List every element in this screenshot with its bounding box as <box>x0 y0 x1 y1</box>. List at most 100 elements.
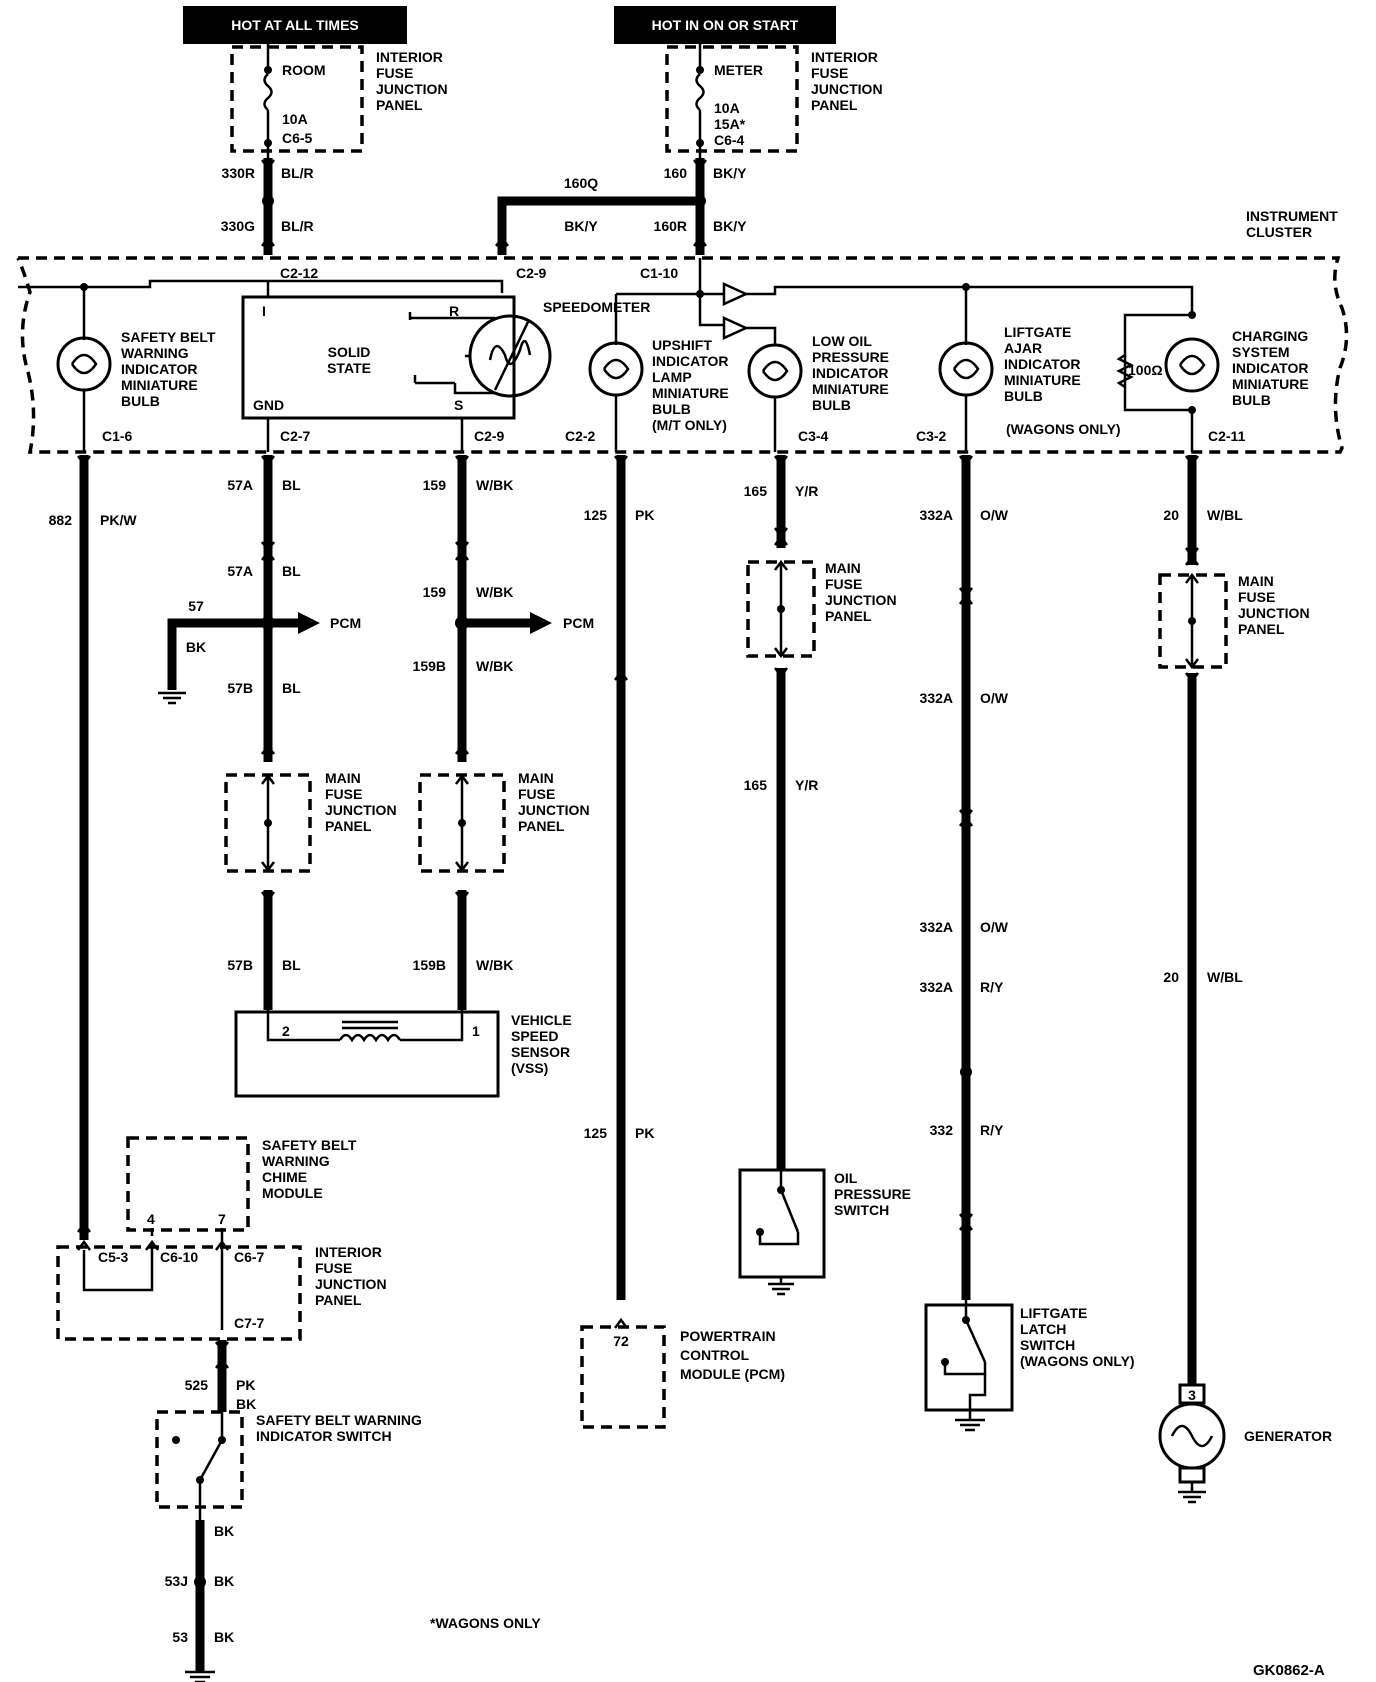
diagram-label: 159 <box>423 477 447 493</box>
diagram-label: JUNCTION <box>1238 605 1310 621</box>
diagram-label: CLUSTER <box>1246 224 1312 240</box>
diagram-label: SAFETY BELT WARNING <box>256 1412 422 1428</box>
footnote: *WAGONS ONLY <box>430 1615 541 1631</box>
diagram-label: (M/T ONLY) <box>652 417 727 433</box>
diagram-label: BL <box>282 680 301 696</box>
diagram-label: O/W <box>980 507 1009 523</box>
circuit-165 <box>774 455 788 1170</box>
diagram-label: SWITCH <box>1020 1337 1075 1353</box>
diagram-label: MAIN <box>1238 573 1274 589</box>
circuit-20 <box>1185 455 1199 1385</box>
diagram-label: MODULE (PCM) <box>680 1366 785 1382</box>
diagram-label: PRESSURE <box>812 349 889 365</box>
diagram-label: O/W <box>980 919 1009 935</box>
diagram-label: SAFETY BELT <box>121 329 216 345</box>
meter-fuse-name: METER <box>714 62 763 78</box>
diagram-label: BK/Y <box>564 218 598 234</box>
diagram-label: 160Q <box>564 175 598 191</box>
safety-belt-chime-module: SAFETY BELT WARNING CHIME MODULE 4 7 <box>126 1136 357 1232</box>
diagram-label: 125 <box>584 1125 608 1141</box>
diagram-label: C2-11 <box>1208 428 1246 444</box>
diagram-label: PRESSURE <box>834 1186 911 1202</box>
diagram-label: C6-7 <box>234 1249 265 1265</box>
diagram-label: BULB <box>812 397 851 413</box>
diagram-label: W/BK <box>476 584 513 600</box>
diagram-label: R <box>449 303 459 319</box>
diagram-label: LOW OIL <box>812 333 872 349</box>
diagram-label: 159 <box>423 584 447 600</box>
diagram-label: BK <box>214 1629 234 1645</box>
liftgate-latch-switch: LIFTGATE LATCH SWITCH (WAGONS ONLY) <box>924 1300 1135 1432</box>
diagram-label: 57A <box>227 563 253 579</box>
diagram-label: PK <box>236 1377 255 1393</box>
diagram-label: LIFTGATE <box>1004 324 1071 340</box>
diagram-label: W/BK <box>476 957 513 973</box>
diagram-label: MAIN <box>325 770 361 786</box>
diagram-label: BK <box>214 1573 234 1589</box>
diagram-label: INTERIOR <box>376 49 443 65</box>
diagram-label: INDICATOR SWITCH <box>256 1428 392 1444</box>
diagram-label: 165 <box>744 777 768 793</box>
diagram-label: BULB <box>1232 392 1271 408</box>
diagram-label: HOT AT ALL TIMES <box>231 17 359 33</box>
meter-fuse-rating-alt: 15A* <box>714 116 746 132</box>
diagram-label: INDICATOR <box>1004 356 1080 372</box>
meter-fuse-rating: 10A <box>714 100 740 116</box>
diagram-label: C2-7 <box>280 428 311 444</box>
circuit-57 <box>158 455 320 1010</box>
diagram-label: FUSE <box>825 576 862 592</box>
diagram-label: UPSHIFT <box>652 337 712 353</box>
diagram-label: FUSE <box>811 65 848 81</box>
vehicle-speed-sensor: 2 1 VEHICLE SPEED SENSOR (VSS) <box>234 1010 572 1098</box>
diagram-label: CHIME <box>262 1169 307 1185</box>
top-wires <box>261 158 707 255</box>
diagram-label: AJAR <box>1004 340 1042 356</box>
diagram-label: HOT IN ON OR START <box>652 17 799 33</box>
charging-system-bulb: CHARGING SYSTEM INDICATOR MINIATURE BULB <box>1164 328 1309 452</box>
diagram-label: INTERIOR <box>315 1244 382 1260</box>
diagram-label: JUNCTION <box>315 1276 387 1292</box>
diagram-label: MINIATURE <box>812 381 889 397</box>
diagram-label: PCM <box>563 615 594 631</box>
figure-id: GK0862-A <box>1253 1662 1325 1679</box>
diagram-label: BULB <box>652 401 691 417</box>
diagram-label: 20 <box>1163 969 1179 985</box>
diagram-label: C2-2 <box>565 428 596 444</box>
diagram-label: 20 <box>1163 507 1179 523</box>
room-fuse-rating: 10A <box>282 111 308 127</box>
diagram-label: FUSE <box>376 65 413 81</box>
diagram-label: 525 <box>185 1377 209 1393</box>
diagram-label: C3-2 <box>916 428 947 444</box>
powertrain-control-module: 72 POWERTRAIN CONTROL MODULE (PCM) <box>580 1317 785 1429</box>
diagram-label: 332A <box>920 690 953 706</box>
diagram-label: C3-4 <box>798 428 829 444</box>
diagram-label: BL <box>282 957 301 973</box>
diagram-label: FUSE <box>315 1260 352 1276</box>
diagram-label: 2 <box>282 1023 290 1039</box>
diagram-label: BK/Y <box>713 218 747 234</box>
room-fuse-name: ROOM <box>282 62 326 78</box>
diagram-label: SOLID <box>328 344 371 360</box>
interior-fuse-junction-panel-bottom: C5-3 C6-10 C6-7 C7-7 INTERIOR FUSE JUNCT… <box>56 1228 387 1341</box>
diagram-label: PK/W <box>100 512 137 528</box>
main-fuse-junction-panel-165: MAIN FUSE JUNCTION PANEL <box>746 559 897 659</box>
diagram-label: MODULE <box>262 1185 323 1201</box>
diagram-label: BULB <box>1004 388 1043 404</box>
diagram-label: PANEL <box>376 97 423 113</box>
hot-in-on-or-start-header: HOT IN ON OR START <box>614 6 836 44</box>
solid-state-speedometer: I R SOLID STATE GND S SPEEDOMETER <box>241 281 650 452</box>
diagram-label: MAIN <box>518 770 554 786</box>
diagram-label: BL/R <box>281 218 314 234</box>
diagram-label: R/Y <box>980 979 1004 995</box>
diagram-label: SPEED <box>511 1028 558 1044</box>
diagram-label: 882 <box>49 512 73 528</box>
diagram-label: INDICATOR <box>652 353 728 369</box>
diagram-label: BK <box>186 639 206 655</box>
interior-fuse-junction-panel-meter: METER 10A 15A* C6-4 INTERIOR FUSE JUNCTI… <box>665 44 883 160</box>
diagram-label: C6-10 <box>160 1249 198 1265</box>
diagram-label: (WAGONS ONLY) <box>1006 421 1121 437</box>
diagram-label: W/BL <box>1207 969 1243 985</box>
diagram-label: C1-10 <box>640 265 678 281</box>
diagram-label: JUNCTION <box>811 81 883 97</box>
diagram-label: PANEL <box>811 97 858 113</box>
